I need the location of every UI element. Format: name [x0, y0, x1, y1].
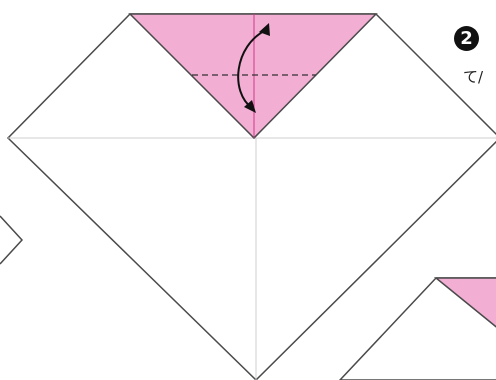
- step-instruction-text: て/: [463, 66, 483, 87]
- step-number-badge: 2: [454, 26, 479, 51]
- left-partial-model-outline: [0, 216, 22, 264]
